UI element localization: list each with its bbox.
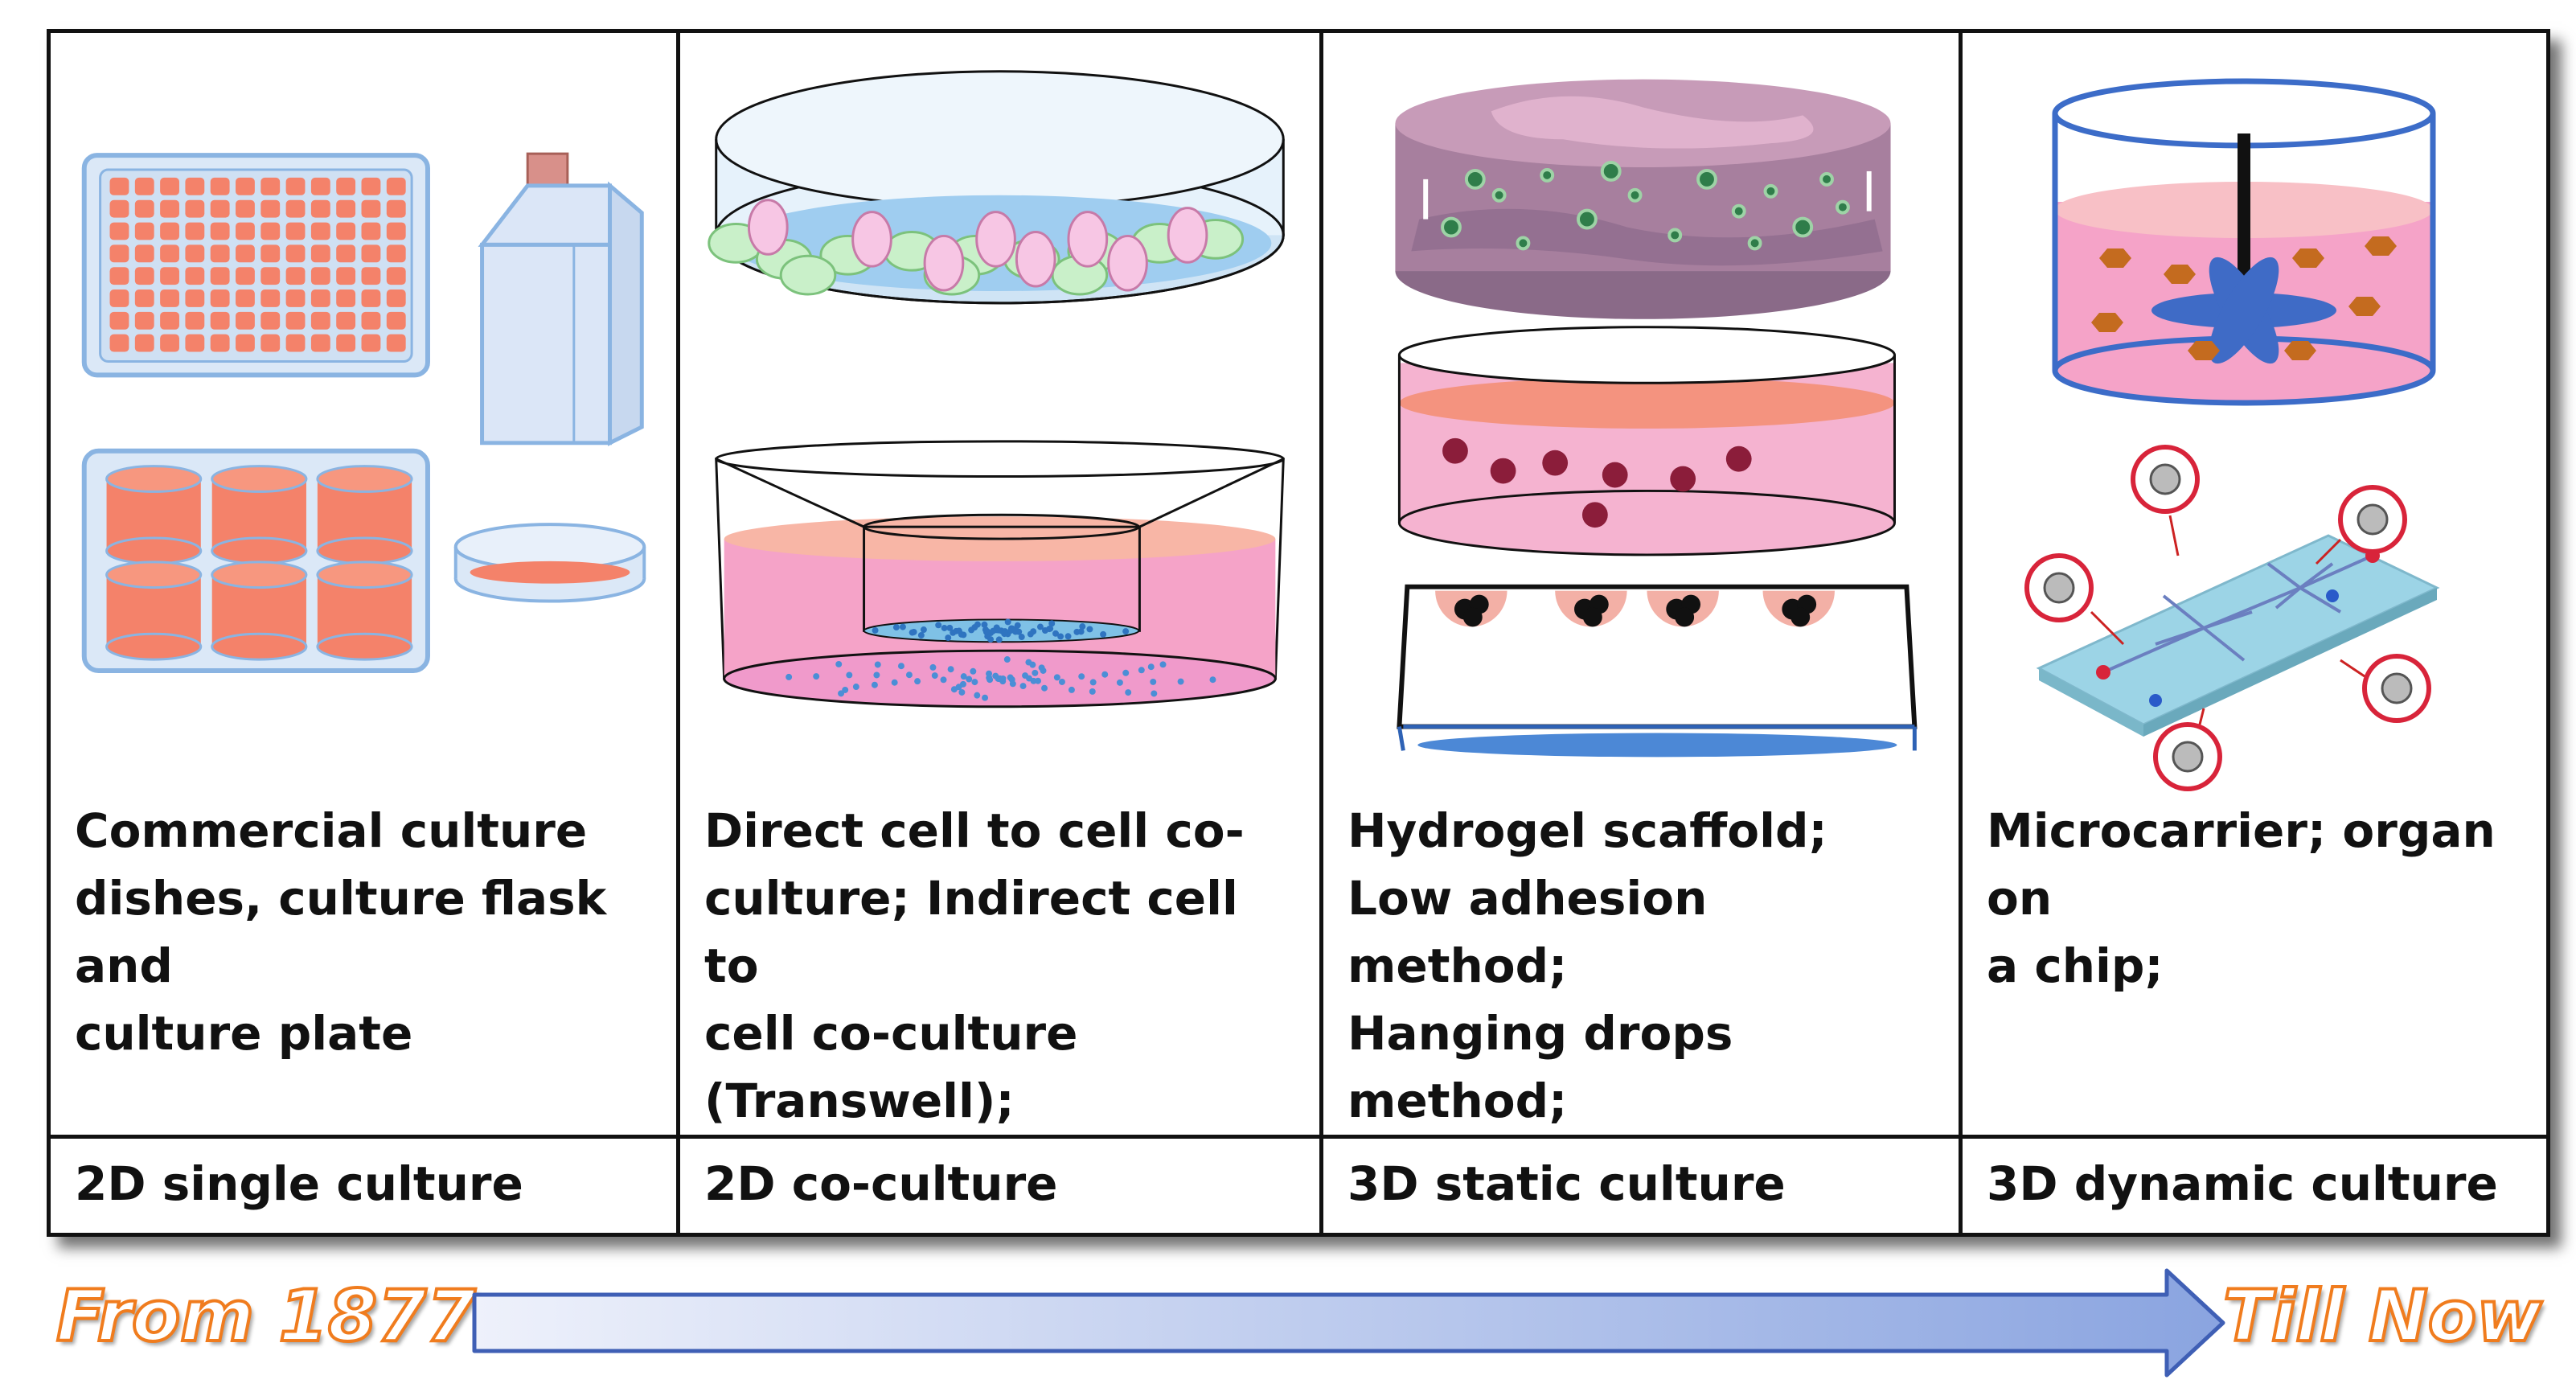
label-3d-static-culture: 3D static culture [1347, 1156, 1786, 1211]
direct-co-culture-dish-icon [708, 70, 1285, 305]
bioreactor-icon [2052, 78, 2436, 406]
description-3d-dynamic-culture: Microcarrier; organ on a chip; [1987, 803, 2496, 993]
footer-cell-2d-co: 2D co-culture [680, 1135, 1319, 1237]
timeline-end-label: Till Now [2221, 1273, 2544, 1359]
column-2d-single-culture: Commercial culture dishes, culture flask… [51, 33, 680, 1233]
2d-single-culture-illustration [81, 152, 646, 673]
2d-co-culture-illustration [708, 70, 1285, 708]
label-2d-co-culture: 2D co-culture [704, 1156, 1058, 1211]
description-2d-co-culture: Direct cell to cell co- culture; Indirec… [704, 803, 1245, 1128]
label-2d-single-culture: 2D single culture [75, 1156, 523, 1211]
hanging-drop-plate-icon [1397, 584, 1918, 758]
footer-cell-3d-dynamic: 3D dynamic culture [1963, 1135, 2546, 1237]
organ-on-chip-icon [2024, 445, 2440, 791]
6-well-plate-icon [81, 448, 430, 673]
low-adhesion-well-icon [1397, 326, 1896, 556]
column-3d-dynamic-culture: Microcarrier; organ on a chip; 3D dynami… [1963, 33, 2546, 1233]
culture-flask-icon [478, 152, 644, 446]
96-well-plate-icon [81, 153, 430, 378]
description-3d-static-culture: Hydrogel scaffold; Low adhesion method; … [1347, 803, 1827, 1128]
timeline-start-label: From 1877 [55, 1273, 478, 1359]
column-2d-co-culture: Direct cell to cell co- culture; Indirec… [680, 33, 1323, 1233]
timeline-arrow [472, 1268, 2225, 1378]
hydrogel-scaffold-icon [1395, 79, 1891, 319]
transwell-icon [715, 440, 1285, 708]
3d-static-culture-illustration [1395, 79, 1918, 758]
culture-dish-icon [453, 523, 646, 603]
label-3d-dynamic-culture: 3D dynamic culture [1987, 1156, 2498, 1211]
description-2d-single-culture: Commercial culture dishes, culture flask… [75, 803, 607, 1061]
footer-cell-3d-static: 3D static culture [1323, 1135, 1959, 1237]
culture-methods-table: Commercial culture dishes, culture flask… [47, 29, 2550, 1237]
3d-dynamic-culture-illustration [2024, 78, 2440, 791]
column-3d-static-culture: Hydrogel scaffold; Low adhesion method; … [1323, 33, 1963, 1233]
footer-cell-2d-single: 2D single culture [51, 1135, 676, 1237]
